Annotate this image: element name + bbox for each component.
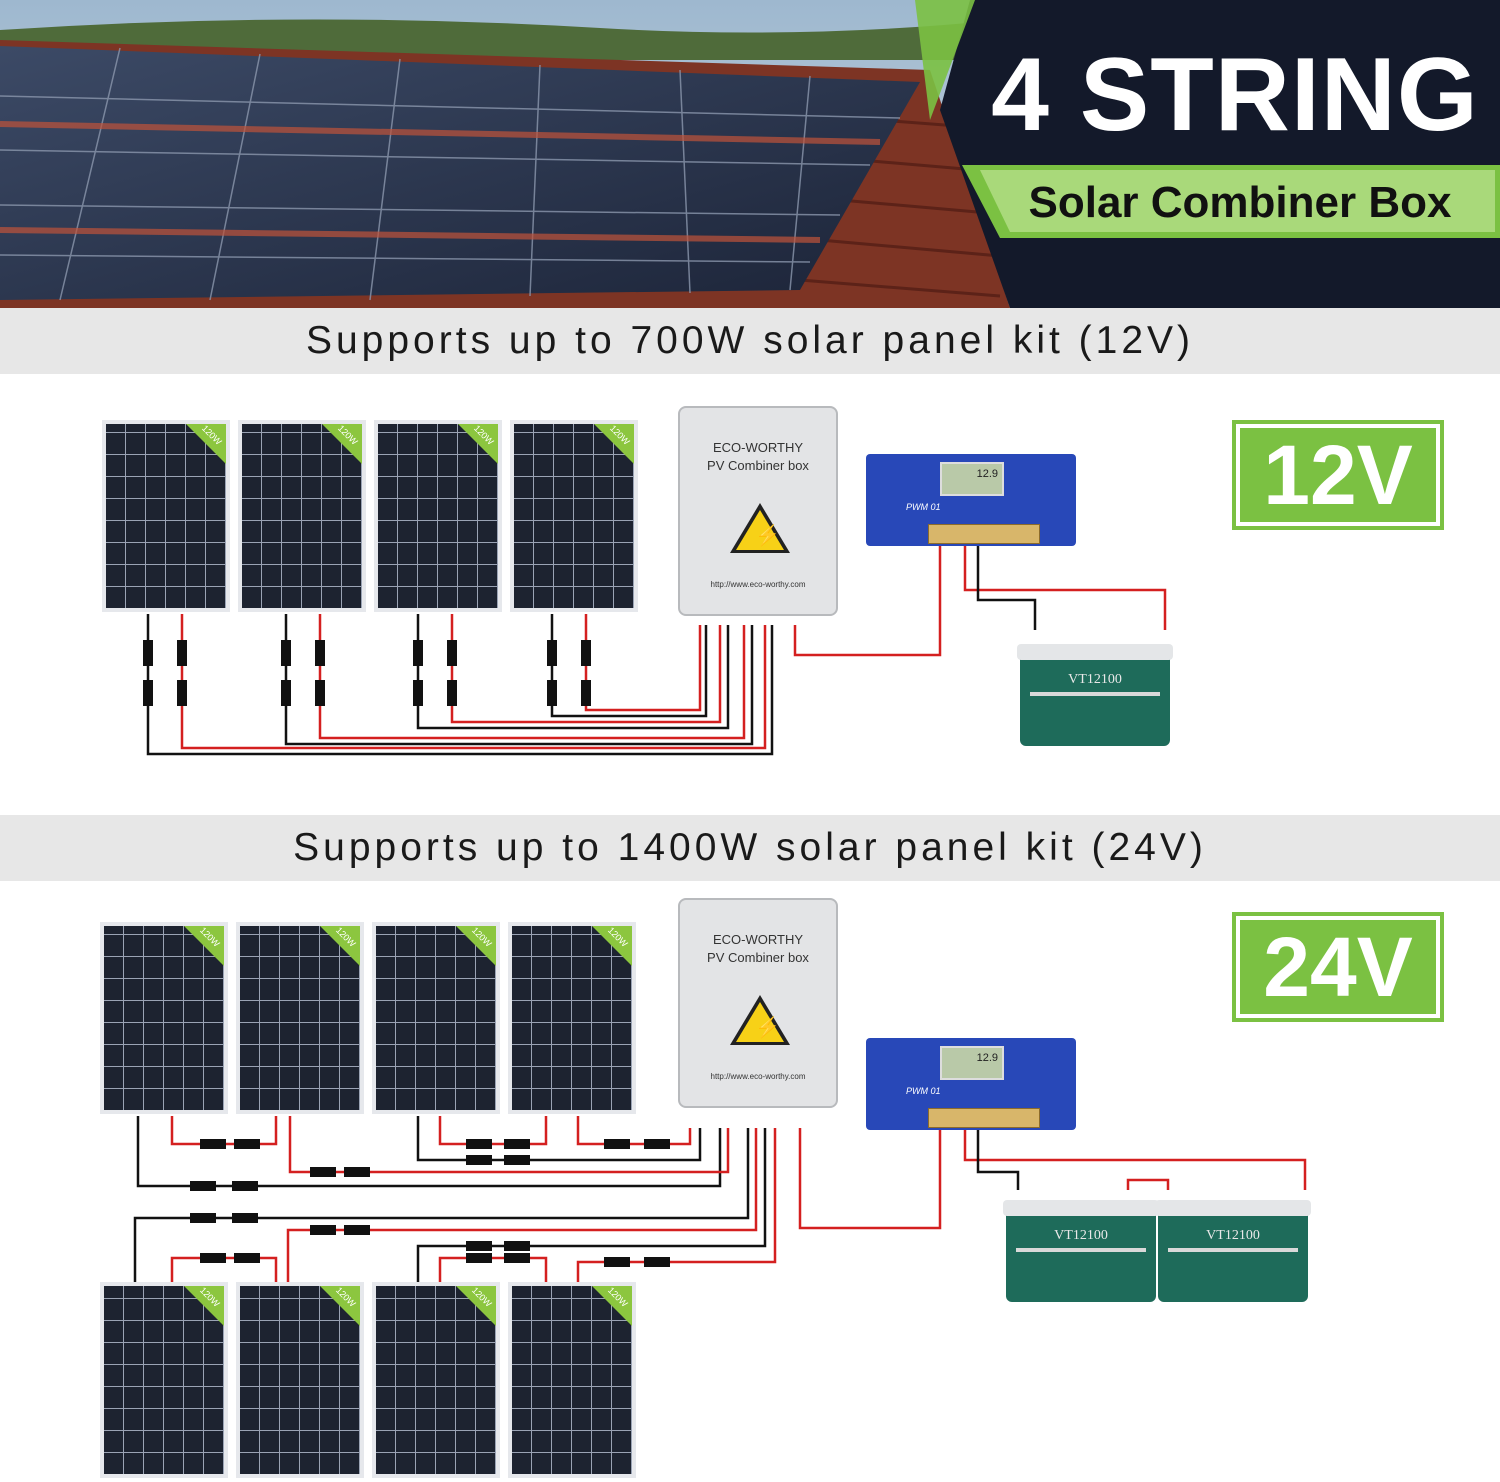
battery-stripe [1168,1248,1298,1252]
solar-panel: 120W [508,1282,636,1478]
controller-display: 12.9 [940,462,1004,496]
solar-panel: 120W [100,1282,228,1478]
controller-display: 12.9 [940,1046,1004,1080]
controller-label: PWM 01 [906,1086,941,1096]
battery-top [1155,1200,1311,1216]
battery-stripe [1016,1248,1146,1252]
pv-combiner-box: ECO-WORTHY PV Combiner box ⚡ http://www.… [678,898,838,1108]
wiring-diagram-24v [133,1116,1307,1285]
section-heading-12v: Supports up to 700W solar panel kit (12V… [0,308,1500,374]
hero-banner: 4 STRING Solar Combiner Box [0,0,1500,308]
wiring-diagram-12v [143,545,1167,756]
solar-panel: 120W [372,922,500,1114]
controller-display-value: 12.9 [976,468,998,480]
hero-title: 4 STRING [991,37,1479,153]
battery-model: VT12100 [1054,1228,1108,1243]
battery: VT12100 [1017,644,1173,746]
battery-top [1017,644,1173,660]
combiner-model: PV Combiner box [707,950,809,965]
controller-label: PWM 01 [906,502,941,512]
combiner-url: http://www.eco-worthy.com [710,580,806,589]
controller-terminals [928,524,1040,544]
battery: VT12100 [1003,1200,1159,1302]
voltage-label-12v: 12V [1263,428,1413,522]
solar-panel: 120W [238,420,366,612]
combiner-url: http://www.eco-worthy.com [710,1072,806,1081]
voltage-badge-24v: 24V [1232,912,1444,1022]
solar-panel: 120W [372,1282,500,1478]
battery-stripe [1030,692,1160,696]
solar-panel: 120W [236,922,364,1114]
solar-panel: 120W [510,420,638,612]
combiner-model: PV Combiner box [707,458,809,473]
pv-combiner-box: ECO-WORTHY PV Combiner box ⚡ http://www.… [678,406,838,616]
combiner-brand: ECO-WORTHY [712,440,804,455]
voltage-label-24v: 24V [1263,920,1413,1014]
solar-panel: 120W [100,922,228,1114]
combiner-brand: ECO-WORTHY [712,932,804,947]
charge-controller: 12.9 PWM 01 [866,454,1076,546]
controller-display-value: 12.9 [976,1052,998,1064]
battery: VT12100 [1155,1200,1311,1302]
solar-panel: 120W [508,922,636,1114]
voltage-badge-12v: 12V [1232,420,1444,530]
battery-top [1003,1200,1159,1216]
hero-subtitle: Solar Combiner Box [1028,178,1452,227]
high-voltage-warning-icon: ⚡ [730,503,790,553]
high-voltage-warning-icon: ⚡ [730,995,790,1045]
solar-panel: 120W [374,420,502,612]
battery-model: VT12100 [1068,672,1122,687]
charge-controller: 12.9 PWM 01 [866,1038,1076,1130]
solar-panel: 120W [236,1282,364,1478]
section-heading-24v: Supports up to 1400W solar panel kit (24… [0,815,1500,881]
controller-terminals [928,1108,1040,1128]
solar-panel: 120W [102,420,230,612]
battery-model: VT12100 [1206,1228,1260,1243]
solar-roof-photo [0,0,1500,308]
